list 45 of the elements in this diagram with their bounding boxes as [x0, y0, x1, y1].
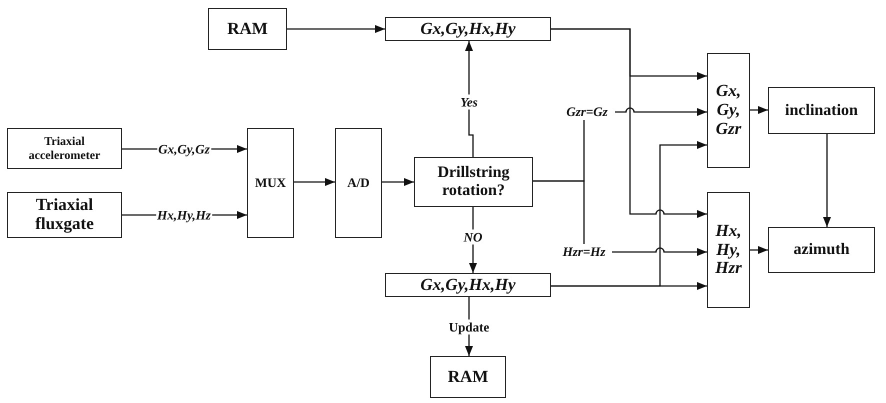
box-label: inclination — [785, 102, 858, 120]
process-box — [7, 192, 122, 238]
process-box — [385, 273, 551, 297]
edge-label: Update — [448, 320, 490, 334]
arrow — [615, 107, 707, 116]
box-label: azimuth — [794, 241, 850, 259]
process-box — [430, 356, 506, 398]
box-label: Hx, Hy, Hzr — [714, 222, 743, 278]
arrow — [465, 41, 474, 157]
arrow — [469, 207, 477, 273]
arrow — [551, 28, 707, 218]
arrow — [750, 106, 768, 114]
arrow — [382, 178, 414, 186]
edge-label: Gx,Gy,Gz — [157, 142, 211, 156]
edge-label: NO — [462, 230, 484, 244]
process-box — [385, 17, 551, 41]
box-label: MUX — [254, 176, 286, 190]
box-label: RAM — [448, 368, 488, 386]
box-label: Drillstring rotation? — [436, 164, 510, 200]
process-box — [768, 227, 875, 273]
box-label: RAM — [227, 20, 268, 38]
process-box — [768, 87, 875, 134]
process-box — [335, 128, 382, 238]
box-label: A/D — [347, 176, 370, 190]
connector-line — [533, 180, 585, 244]
equation-label: Hzr=Hz — [556, 244, 612, 260]
arrow — [823, 134, 831, 227]
arrow — [551, 282, 707, 290]
process-box — [414, 157, 533, 207]
box-label: Triaxial fluxgate — [34, 196, 95, 234]
process-box — [247, 128, 294, 238]
box-label: Triaxial accelerometer — [28, 135, 102, 162]
arrow — [612, 247, 707, 256]
arrow — [287, 25, 385, 33]
box-label: Gx, Gy, Gzr — [714, 82, 742, 139]
arrow — [294, 178, 335, 186]
box-label: Gx,Gy,Hx,Hy — [420, 20, 516, 38]
equation-label: Gzr=Gz — [559, 104, 615, 120]
process-box — [707, 53, 750, 168]
arrow — [750, 246, 768, 254]
box-label: Gx,Gy,Hx,Hy — [420, 276, 516, 294]
process-box — [707, 192, 750, 308]
process-box — [7, 128, 122, 169]
process-box — [208, 8, 287, 50]
edge-label: Yes — [459, 94, 479, 110]
